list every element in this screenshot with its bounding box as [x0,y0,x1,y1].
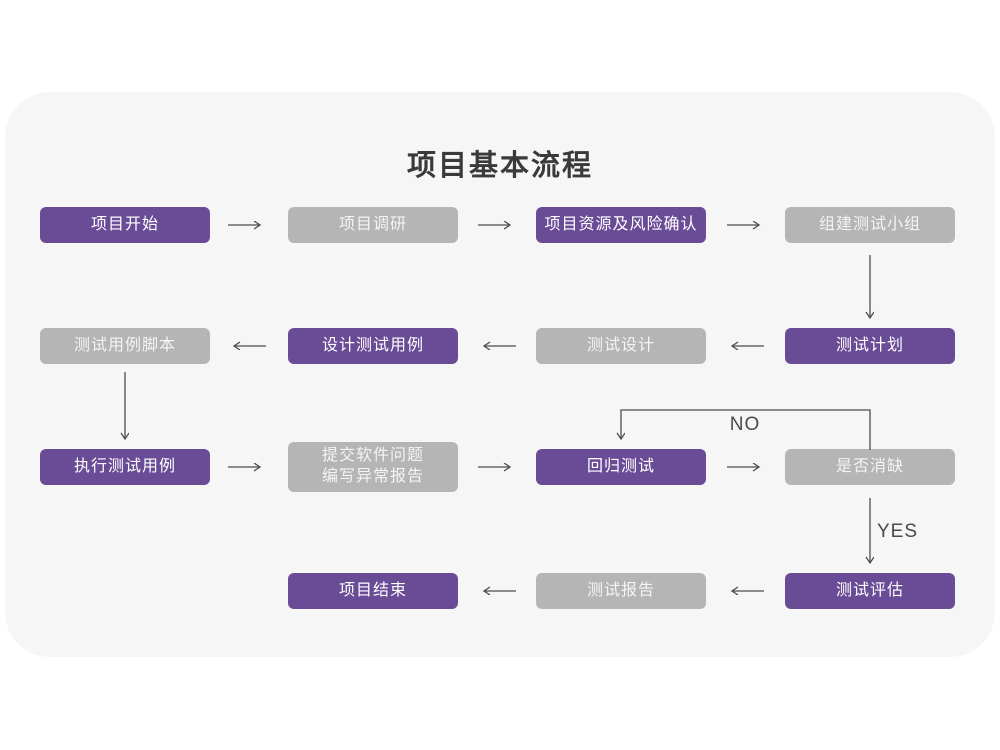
node-test-design: 测试设计 [536,328,706,364]
page-title: 项目基本流程 [406,150,593,182]
node-test-report: 测试报告 [536,573,706,609]
flowchart-card-background [5,92,995,657]
node-design-test-cases: 设计测试用例 [288,328,458,364]
node-project-start: 项目开始 [40,207,210,243]
node-execute-test-cases: 执行测试用例 [40,449,210,485]
node-test-case-script: 测试用例脚本 [40,328,210,364]
node-defect-resolved-decision: 是否消缺 [785,449,955,485]
node-resource-risk-confirm: 项目资源及风险确认 [536,207,706,243]
node-submit-issues-report: 提交软件问题 编写异常报告 [288,442,458,492]
node-project-research: 项目调研 [288,207,458,243]
node-test-evaluation: 测试评估 [785,573,955,609]
branch-label-no: NO [729,414,761,435]
node-build-test-team: 组建测试小组 [785,207,955,243]
branch-label-yes: YES [877,521,919,542]
node-test-plan: 测试计划 [785,328,955,364]
node-regression-test: 回归测试 [536,449,706,485]
node-project-end: 项目结束 [288,573,458,609]
